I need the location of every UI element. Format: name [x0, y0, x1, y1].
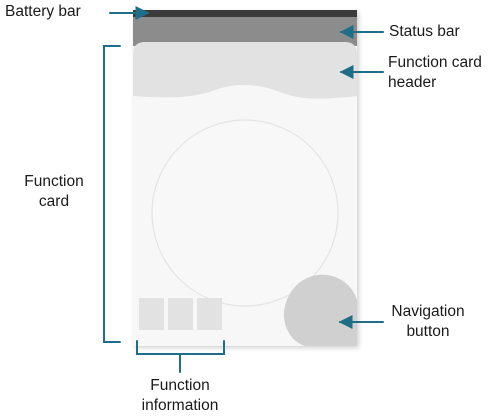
label-navigation-button-line2: button: [406, 323, 450, 340]
function-info-tile-1[interactable]: [139, 298, 164, 330]
function-card-bracket: [103, 45, 121, 343]
function-card: [133, 42, 357, 346]
label-function-card-line1: Function: [24, 173, 84, 190]
callouts: [103, 6, 384, 373]
function-information-bracket: [136, 340, 225, 373]
label-navigation-button: Navigation button: [378, 302, 478, 342]
label-battery-bar: Battery bar: [5, 3, 81, 20]
label-function-information-line2: information: [141, 397, 219, 414]
label-status-bar: Status bar: [389, 23, 460, 40]
device-screen: [133, 10, 357, 346]
label-navigation-button-line1: Navigation: [391, 303, 465, 320]
function-info-tile-3[interactable]: [197, 298, 222, 330]
label-function-card: Function card: [12, 172, 96, 212]
battery-bar: [133, 10, 357, 17]
function-info-tile-2[interactable]: [168, 298, 193, 330]
label-function-information: Function information: [128, 376, 232, 416]
label-function-information-line1: Function: [150, 377, 210, 394]
label-function-card-header: Function card header: [388, 53, 482, 93]
label-function-card-header-line2: header: [388, 74, 437, 91]
label-function-card-header-line1: Function card: [388, 54, 482, 71]
label-function-card-line2: card: [38, 193, 70, 210]
function-card-header: [133, 42, 357, 99]
function-card-circle: [151, 119, 339, 307]
